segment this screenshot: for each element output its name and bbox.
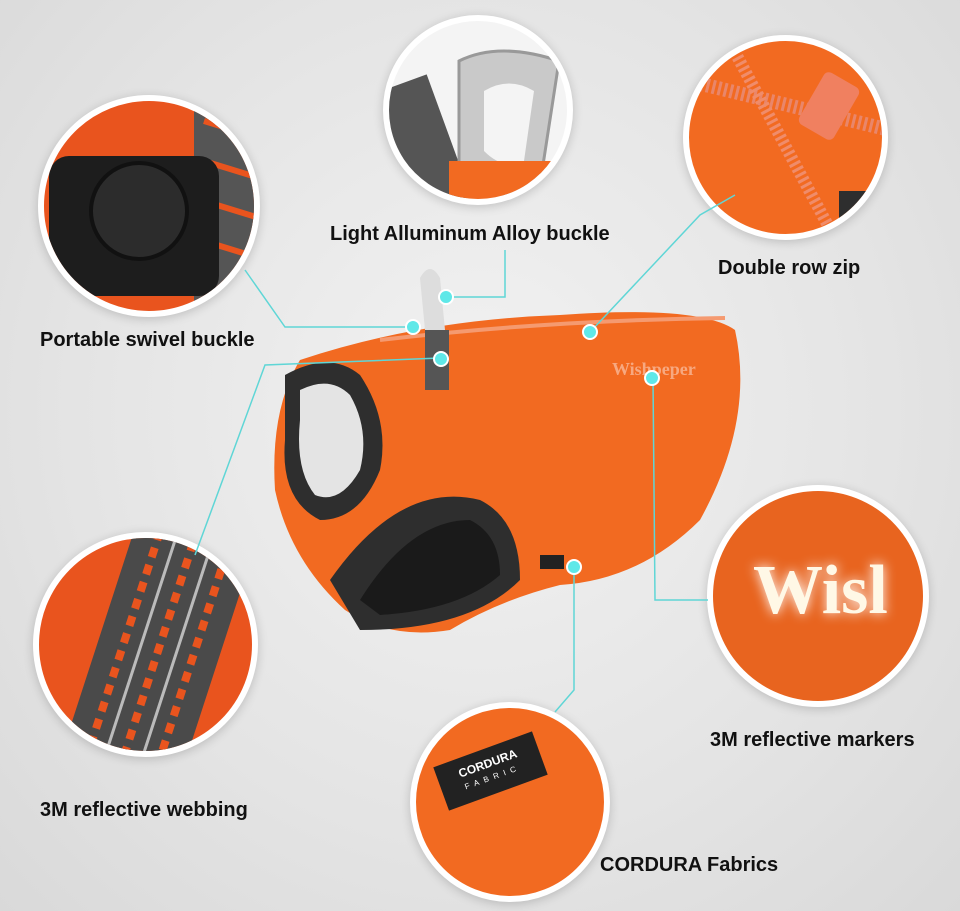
reflective-webbing-photo — [33, 532, 258, 757]
connector-markers — [652, 377, 708, 601]
alloy-buckle-illustration — [389, 49, 567, 199]
alloy-buckle-photo — [383, 15, 573, 205]
hotspot-webbing[interactable] — [433, 351, 449, 367]
swivel-buckle-photo — [38, 95, 260, 317]
hotspot-markers[interactable] — [644, 370, 660, 386]
label-double-zip: Double row zip — [718, 257, 861, 279]
label-reflective-webbing: 3M reflective webbing — [40, 799, 248, 821]
webbing-illustration — [55, 538, 252, 751]
swivel-buckle-illustration — [49, 101, 254, 311]
hotspot-swivel[interactable] — [405, 319, 421, 335]
reflective-text: Wisl — [753, 552, 888, 629]
connector-swivel — [244, 269, 410, 328]
label-reflective-markers: 3M reflective markers — [710, 729, 915, 751]
label-swivel-buckle: Portable swivel buckle — [40, 329, 255, 351]
vest-brand: Wishpeper — [612, 359, 696, 379]
connector-zip — [591, 194, 736, 331]
label-alloy-buckle: Light Alluminum Alloy buckle — [330, 223, 610, 245]
connector-webbing — [194, 357, 441, 556]
connector-alloy — [450, 250, 506, 298]
reflective-markers-photo: Wisl — [707, 485, 929, 707]
cordura-fabric-photo: CORDURA FABRIC — [410, 702, 610, 902]
label-cordura: CORDURA Fabrics — [600, 854, 779, 876]
hotspot-zip[interactable] — [582, 324, 598, 340]
connector-cordura — [554, 568, 575, 713]
hotspot-cordura[interactable] — [566, 559, 582, 575]
hotspot-alloy[interactable] — [438, 289, 454, 305]
